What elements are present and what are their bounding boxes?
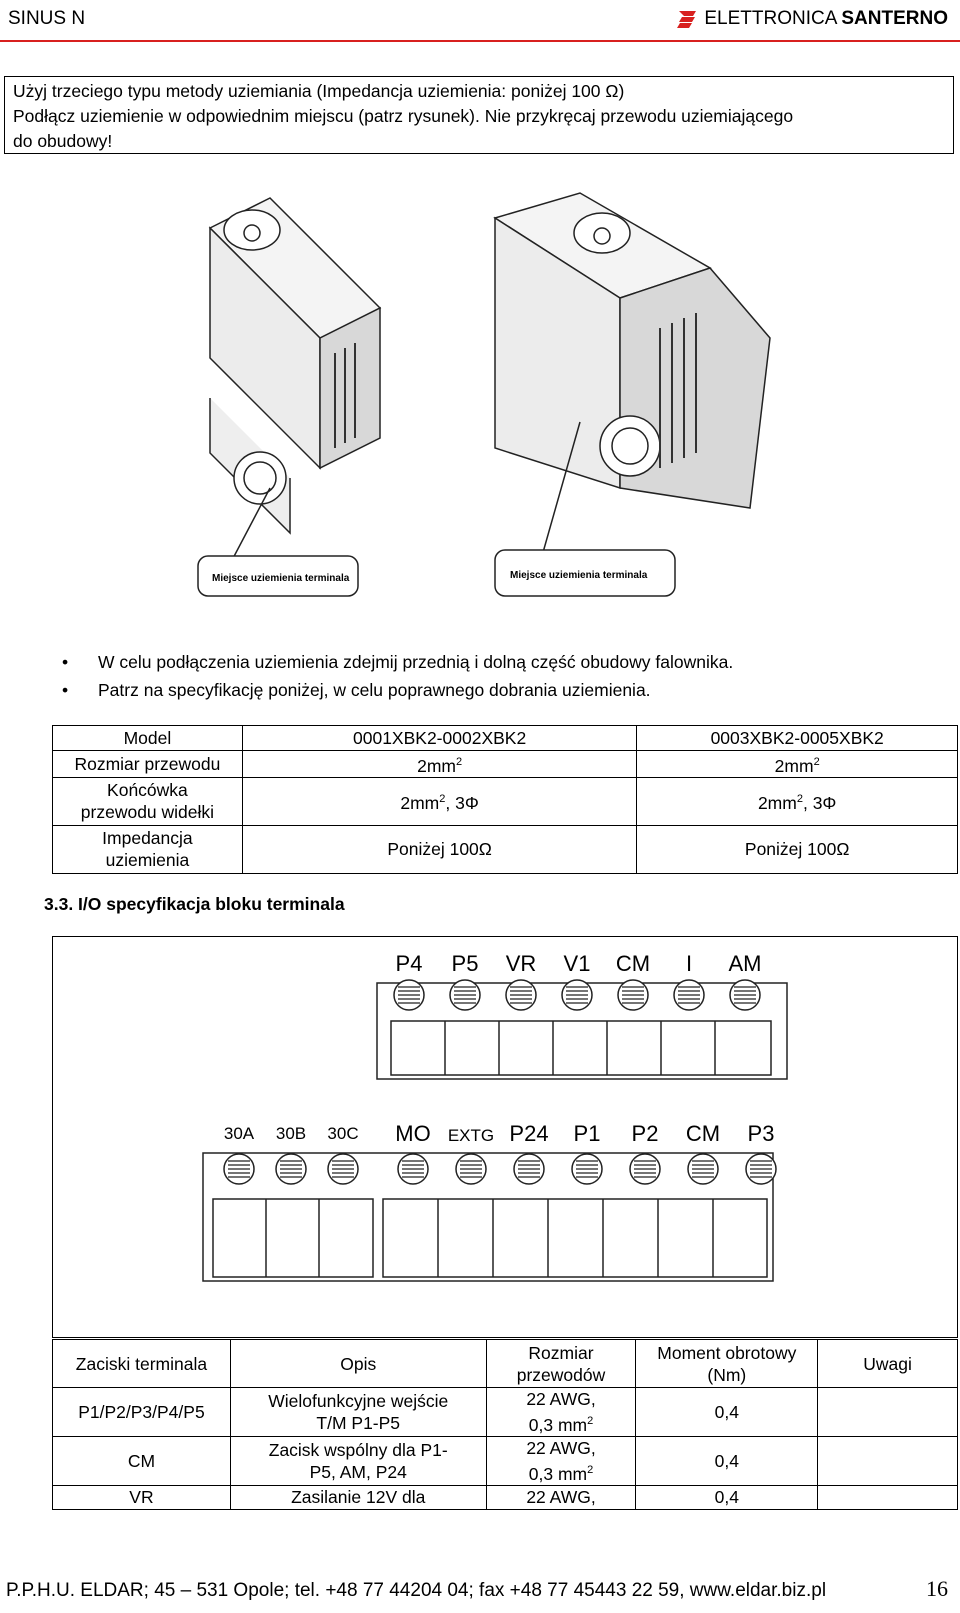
table-header-cell: 0003XBK2-0005XBK2 bbox=[636, 725, 958, 751]
footer-text: P.P.H.U. ELDAR; 45 – 531 Opole; tel. +48… bbox=[6, 1580, 827, 1601]
terminal-label: P3 bbox=[748, 1121, 775, 1146]
warning-line: Podłącz uziemienie w odpowiednim miejscu… bbox=[13, 106, 794, 126]
terminal-label: 30A bbox=[224, 1124, 255, 1143]
table-cell: 2mm2 bbox=[241, 750, 638, 778]
terminal-label: VR bbox=[506, 951, 537, 976]
table-cell: Rozmiar przewodu bbox=[52, 750, 243, 778]
table-cell bbox=[817, 1435, 958, 1486]
brand-light: ELETTRONICA bbox=[704, 8, 838, 29]
list-item: •Patrz na specyfikację poniżej, w celu p… bbox=[62, 676, 733, 704]
inverter-grounding-figure: Miejsce uziemienia terminala Miejsce uzi… bbox=[197, 192, 771, 597]
terminal-label: P2 bbox=[632, 1121, 659, 1146]
page-number: 16 bbox=[926, 1576, 948, 1601]
table-cell bbox=[817, 1484, 958, 1510]
table-header-cell: Uwagi bbox=[817, 1339, 958, 1388]
table-cell: 0,4 bbox=[635, 1484, 819, 1510]
table-cell: CM bbox=[52, 1435, 231, 1486]
terminal-label: CM bbox=[616, 951, 650, 976]
brand: ELETTRONICA SANTERNO bbox=[676, 8, 948, 30]
table-cell: Zacisk wspólny dla P1-P5, AM, P24 bbox=[229, 1435, 487, 1486]
table-cell bbox=[817, 1387, 958, 1437]
table-cell: 22 AWG,0,3 mm2 bbox=[485, 1387, 637, 1437]
santerno-logo-icon bbox=[677, 11, 697, 28]
table-cell: 2mm2 bbox=[636, 750, 958, 778]
section-title: 3.3. I/O specyfikacja bloku terminala bbox=[44, 894, 345, 914]
table-header-cell: Opis bbox=[229, 1339, 487, 1388]
callout-left-label: Miejsce uziemienia terminala bbox=[212, 573, 350, 584]
table-cell: 2mm2, 3Φ bbox=[636, 776, 958, 826]
terminal-label: P1 bbox=[574, 1121, 601, 1146]
bullet-dot: • bbox=[62, 652, 69, 672]
terminal-label: I bbox=[686, 951, 692, 976]
terminal-label: CM bbox=[686, 1121, 720, 1146]
terminal-label: V1 bbox=[564, 951, 591, 976]
table-cell: 0,4 bbox=[635, 1435, 819, 1486]
header-rule bbox=[0, 40, 960, 42]
grounding-spec-table: Model 0001XBK2-0002XBK2 0003XBK2-0005XBK… bbox=[52, 725, 958, 874]
table-cell: Poniżej 100Ω bbox=[241, 824, 638, 874]
table-row: VR Zasilanie 12V dla 22 AWG, 0,4 bbox=[52, 1484, 958, 1510]
terminal-label: 30B bbox=[276, 1124, 306, 1143]
warning-line: do obudowy! bbox=[13, 131, 113, 151]
table-header-cell: 0001XBK2-0002XBK2 bbox=[241, 725, 638, 751]
table-header-cell: Model bbox=[52, 725, 243, 751]
callout-right-label: Miejsce uziemienia terminala bbox=[510, 570, 648, 581]
warning-box: Użyj trzeciego typu metody uziemiania (I… bbox=[4, 76, 954, 154]
terminal-label: MO bbox=[395, 1121, 430, 1146]
table-cell: P1/P2/P3/P4/P5 bbox=[52, 1387, 231, 1437]
terminal-label: AM bbox=[729, 951, 762, 976]
table-cell: 22 AWG,0,3 mm2 bbox=[485, 1435, 637, 1486]
terminal-label: 30C bbox=[327, 1124, 358, 1143]
terminal-label: P5 bbox=[452, 951, 479, 976]
brand-bold: SANTERNO bbox=[841, 8, 948, 29]
terminal-label: P24 bbox=[509, 1121, 548, 1146]
terminal-label: P4 bbox=[396, 951, 423, 976]
list-item: •W celu podłączenia uziemienia zdejmij p… bbox=[62, 648, 733, 676]
table-cell: 0,4 bbox=[635, 1387, 819, 1437]
terminal-label: EXTG bbox=[448, 1126, 494, 1145]
warning-line: Użyj trzeciego typu metody uziemiania (I… bbox=[13, 81, 625, 101]
table-cell: 22 AWG, bbox=[485, 1484, 637, 1510]
table-header-cell: Moment obrotowy(Nm) bbox=[635, 1339, 819, 1388]
table-cell: Poniżej 100Ω bbox=[636, 824, 958, 874]
table-cell: 2mm2, 3Φ bbox=[241, 776, 638, 826]
table-row: Rozmiar przewodu 2mm2 2mm2 bbox=[52, 750, 958, 778]
table-header-cell: Zaciski terminala bbox=[52, 1339, 231, 1388]
table-cell: Zasilanie 12V dla bbox=[229, 1484, 487, 1510]
table-cell: VR bbox=[52, 1484, 231, 1510]
table-row: Model 0001XBK2-0002XBK2 0003XBK2-0005XBK… bbox=[52, 725, 958, 751]
bullet-list: •W celu podłączenia uziemienia zdejmij p… bbox=[62, 648, 733, 704]
header-left: SINUS N bbox=[8, 8, 86, 29]
bullet-dot: • bbox=[62, 680, 69, 700]
table-row: CM Zacisk wspólny dla P1-P5, AM, P24 22 … bbox=[52, 1435, 958, 1486]
